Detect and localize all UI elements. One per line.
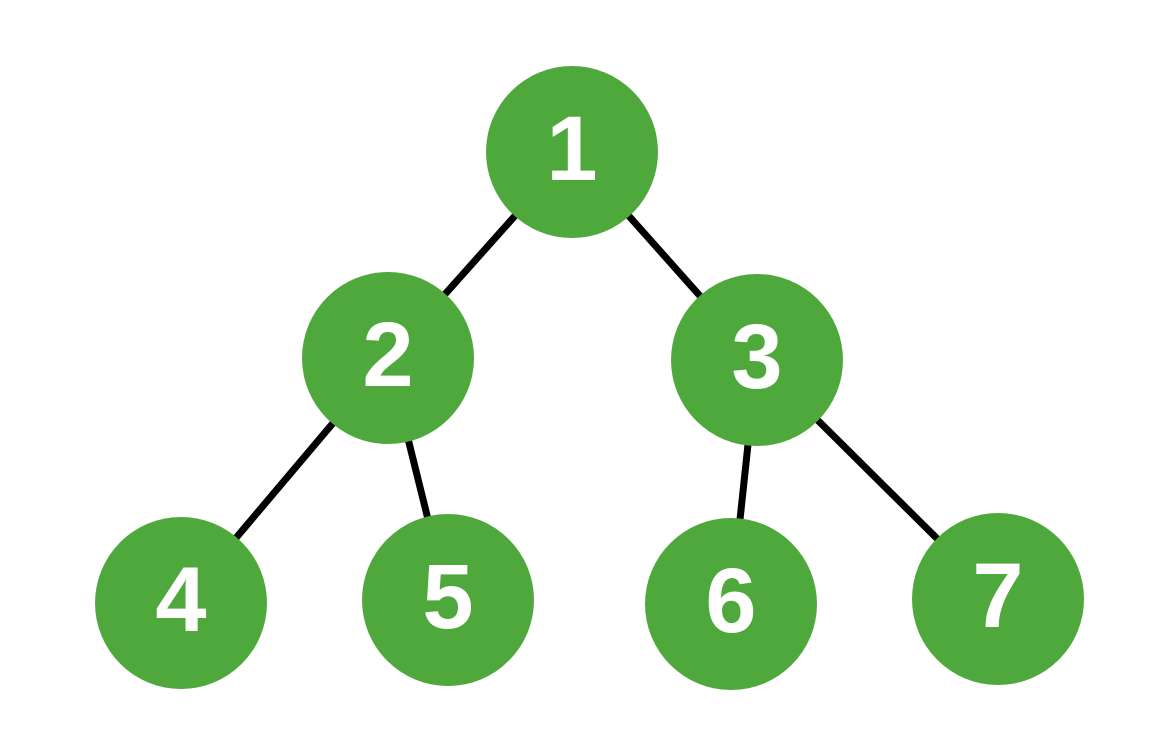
tree-node-label: 2 (362, 304, 414, 406)
tree-node-7: 7 (912, 513, 1084, 685)
tree-node-2: 2 (302, 272, 474, 444)
tree-node-label: 3 (731, 306, 783, 408)
tree-node-label: 4 (155, 549, 207, 651)
tree-node-5: 5 (362, 514, 534, 686)
tree-node-label: 5 (422, 546, 474, 648)
tree-node-label: 7 (972, 545, 1024, 647)
tree-node-label: 1 (546, 98, 598, 200)
tree-node-label: 6 (705, 550, 757, 652)
tree-node-3: 3 (671, 274, 843, 446)
tree-node-6: 6 (645, 518, 817, 690)
tree-node-4: 4 (95, 517, 267, 689)
tree-node-1: 1 (486, 66, 658, 238)
